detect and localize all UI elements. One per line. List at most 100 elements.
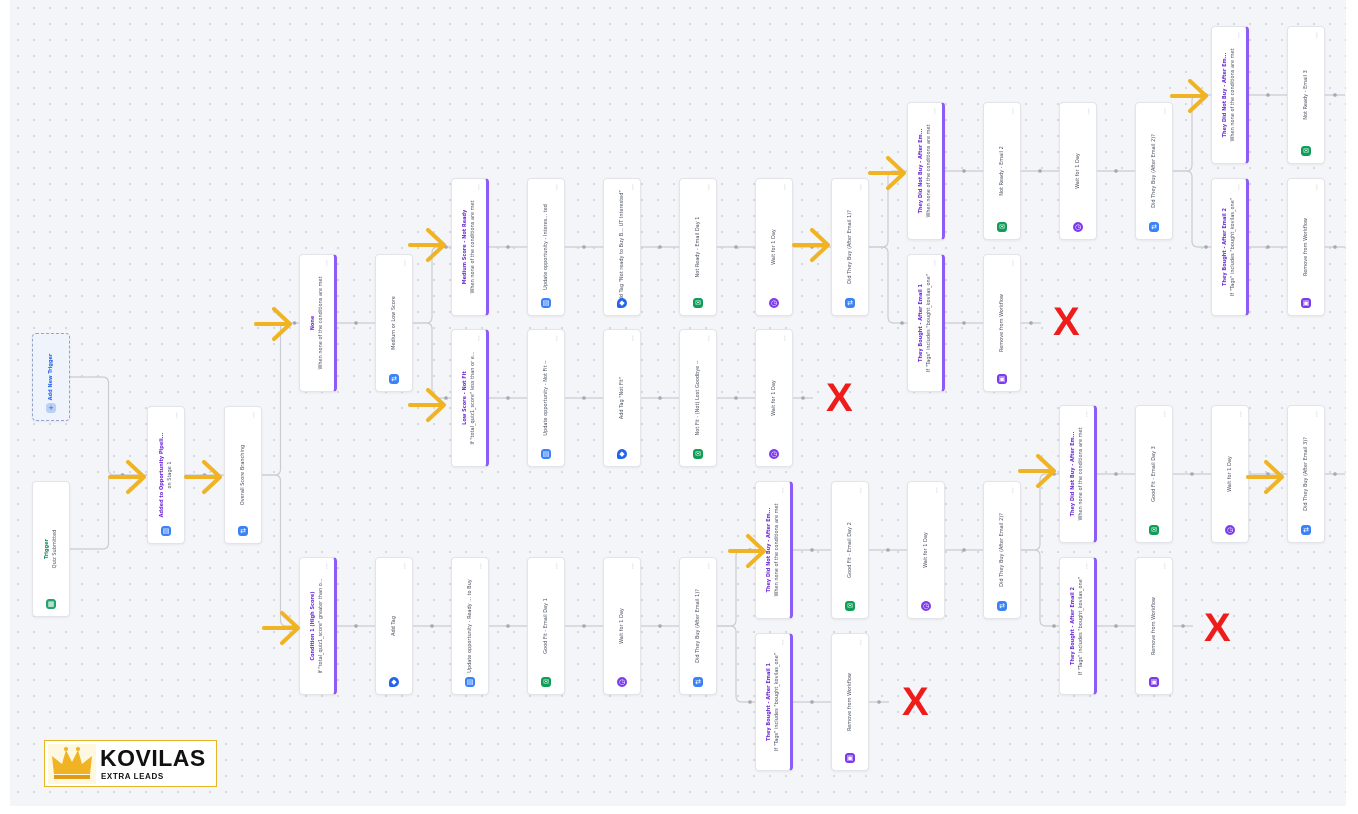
node-add-trigger[interactable]: Add New Trigger+ [32,333,70,421]
node-menu-icon[interactable]: ⋮ [706,335,712,342]
node-menu-icon[interactable]: ⋮ [630,335,636,342]
node-email-nr-3[interactable]: Not Ready - Email 3⋮✉ [1287,26,1325,164]
node-email-fit-3[interactable]: Good Fit - Email Day 3⋮✉ [1135,405,1173,543]
node-menu-icon[interactable]: ⋮ [1010,108,1016,115]
node-remove-b[interactable]: Remove from Workflow⋮▣ [1287,178,1325,316]
connector-dot [1204,245,1208,249]
node-add-tag-nf[interactable]: Add Tag "Not Fit"⋮◆ [603,329,641,467]
node-email-nf[interactable]: Not Fit - (Not) Lost Goodbye --⋮✉ [679,329,717,467]
node-menu-icon[interactable]: ⋮ [1010,260,1016,267]
node-menu-icon[interactable]: ⋮ [324,260,330,267]
node-menu-icon[interactable]: ⋮ [476,335,482,342]
node-email-nr-2[interactable]: Not Ready - Email 2⋮✉ [983,102,1021,240]
node-menu-icon[interactable]: ⋮ [174,412,180,419]
node-did-buy-h3[interactable]: Did They Buy (After Email 3)?⋮⇄ [1287,405,1325,543]
node-menu-icon[interactable]: ⋮ [554,563,560,570]
node-label: Not Fit - (Not) Lost Goodbye -- [694,361,702,436]
node-wait-2[interactable]: Wait for 1 Day⋮◷ [1059,102,1097,240]
node-menu-icon[interactable]: ⋮ [1086,108,1092,115]
node-add-tag-nr[interactable]: Add Tag "Not ready to Buy B... UT Intere… [603,178,641,316]
node-menu-icon[interactable]: ⋮ [630,184,636,191]
node-not-buy-h1[interactable]: They Did Not Buy - After Em...When none … [755,481,793,619]
node-menu-icon[interactable]: ⋮ [1238,411,1244,418]
node-cond-high[interactable]: Condition 1 (High Score)If "total_quiz1_… [299,557,337,695]
node-did-buy-2[interactable]: Did They Buy (After Email 2)?⋮⇄ [1135,102,1173,240]
node-menu-icon[interactable]: ⋮ [1084,411,1090,418]
node-menu-icon[interactable]: ⋮ [1162,563,1168,570]
node-not-buy-b[interactable]: They Did Not Buy - After Em...When none … [1211,26,1249,164]
node-menu-icon[interactable]: ⋮ [780,639,786,646]
node-menu-icon[interactable]: ⋮ [1162,108,1168,115]
node-menu-icon[interactable]: ⋮ [934,487,940,494]
node-menu-icon[interactable]: ⋮ [932,260,938,267]
node-wait-h1[interactable]: Wait for 1 Day⋮◷ [603,557,641,695]
node-menu-icon[interactable]: ⋮ [706,563,712,570]
node-menu-icon[interactable]: ⋮ [858,487,864,494]
node-menu-icon[interactable]: ⋮ [1084,563,1090,570]
connector-dot [658,624,662,628]
node-did-buy-1[interactable]: Did They Buy (After Email 1)?⋮⇄ [831,178,869,316]
node-remove-h2[interactable]: Remove from Workflow⋮▣ [1135,557,1173,695]
node-menu-icon[interactable]: ⋮ [1314,411,1320,418]
connector-dot [962,169,966,173]
connector-dot [801,396,805,400]
node-upd-opp-nf[interactable]: Update opportunity - Not Fit --⋮▤ [527,329,565,467]
node-menu-icon[interactable]: ⋮ [1236,184,1242,191]
node-wait-1[interactable]: Wait for 1 Day⋮◷ [755,178,793,316]
node-menu-icon[interactable]: ⋮ [858,639,864,646]
connector-dot [877,700,881,704]
node-add-tag-h[interactable]: Add Tag⋮◆ [375,557,413,695]
node-remove-h1[interactable]: Remove from Workflow⋮▣ [831,633,869,771]
node-menu-icon[interactable]: ⋮ [782,184,788,191]
node-menu-icon[interactable]: ⋮ [932,108,938,115]
node-added-opp[interactable]: Added to Opportunity Pipeli...on Stage 1… [147,406,185,544]
node-menu-icon[interactable]: ⋮ [1162,411,1168,418]
node-upd-opp-nr[interactable]: Update opportunity - Interes... ted⋮▤ [527,178,565,316]
node-did-buy-h1[interactable]: Did They Buy (After Email 1)?⋮⇄ [679,557,717,695]
node-menu-icon[interactable]: ⋮ [858,184,864,191]
node-did-buy-h2[interactable]: Did They Buy (After Email 2)?⋮⇄ [983,481,1021,619]
node-medium-low[interactable]: Medium or Low Score⋮⇄ [375,254,413,392]
node-menu-icon[interactable]: ⋮ [1010,487,1016,494]
node-menu-icon[interactable]: ⋮ [780,487,786,494]
node-overall-score[interactable]: Overall Score Branching⋮⇄ [224,406,262,544]
node-menu-icon[interactable]: ⋮ [1314,32,1320,39]
node-menu-icon[interactable]: ⋮ [251,412,257,419]
connector-dot [506,624,510,628]
node-wait-h2[interactable]: Wait for 1 Day⋮◷ [907,481,945,619]
node-menu-icon[interactable]: ⋮ [554,184,560,191]
node-menu-icon[interactable]: ⋮ [1314,184,1320,191]
node-menu-icon[interactable]: ⋮ [324,563,330,570]
node-not-buy-a[interactable]: They Did Not Buy - After Em...When none … [907,102,945,240]
node-email-nr-1[interactable]: Not Ready - Email Day 1⋮✉ [679,178,717,316]
node-menu-icon[interactable]: ⋮ [402,260,408,267]
node-upd-opp-h[interactable]: Update opportunity - Ready ... to Buy⋮▤ [451,557,489,695]
node-email-fit-1[interactable]: Good Fit - Email Day 1⋮✉ [527,557,565,695]
if-else-icon: ⇄ [389,374,399,384]
node-menu-icon[interactable]: ⋮ [478,563,484,570]
node-email-fit-2[interactable]: Good Fit - Email Day 2⋮✉ [831,481,869,619]
node-wait-nf[interactable]: Wait for 1 Day⋮◷ [755,329,793,467]
node-wait-h3[interactable]: Wait for 1 Day⋮◷ [1211,405,1249,543]
node-not-buy-h2[interactable]: They Did Not Buy - After Em...When none … [1059,405,1097,543]
node-menu-icon[interactable]: ⋮ [706,184,712,191]
node-label: Remove from Workflow [846,673,854,731]
node-menu-icon[interactable]: ⋮ [1236,32,1242,39]
node-subtitle: Quiz Submitted [52,529,58,569]
node-menu-icon[interactable]: ⋮ [630,563,636,570]
node-remove-a[interactable]: Remove from Workflow⋮▣ [983,254,1021,392]
node-menu-icon[interactable]: ⋮ [402,563,408,570]
node-menu-icon[interactable]: ⋮ [782,335,788,342]
node-menu-icon[interactable]: ⋮ [554,335,560,342]
node-menu-icon[interactable]: ⋮ [476,184,482,191]
